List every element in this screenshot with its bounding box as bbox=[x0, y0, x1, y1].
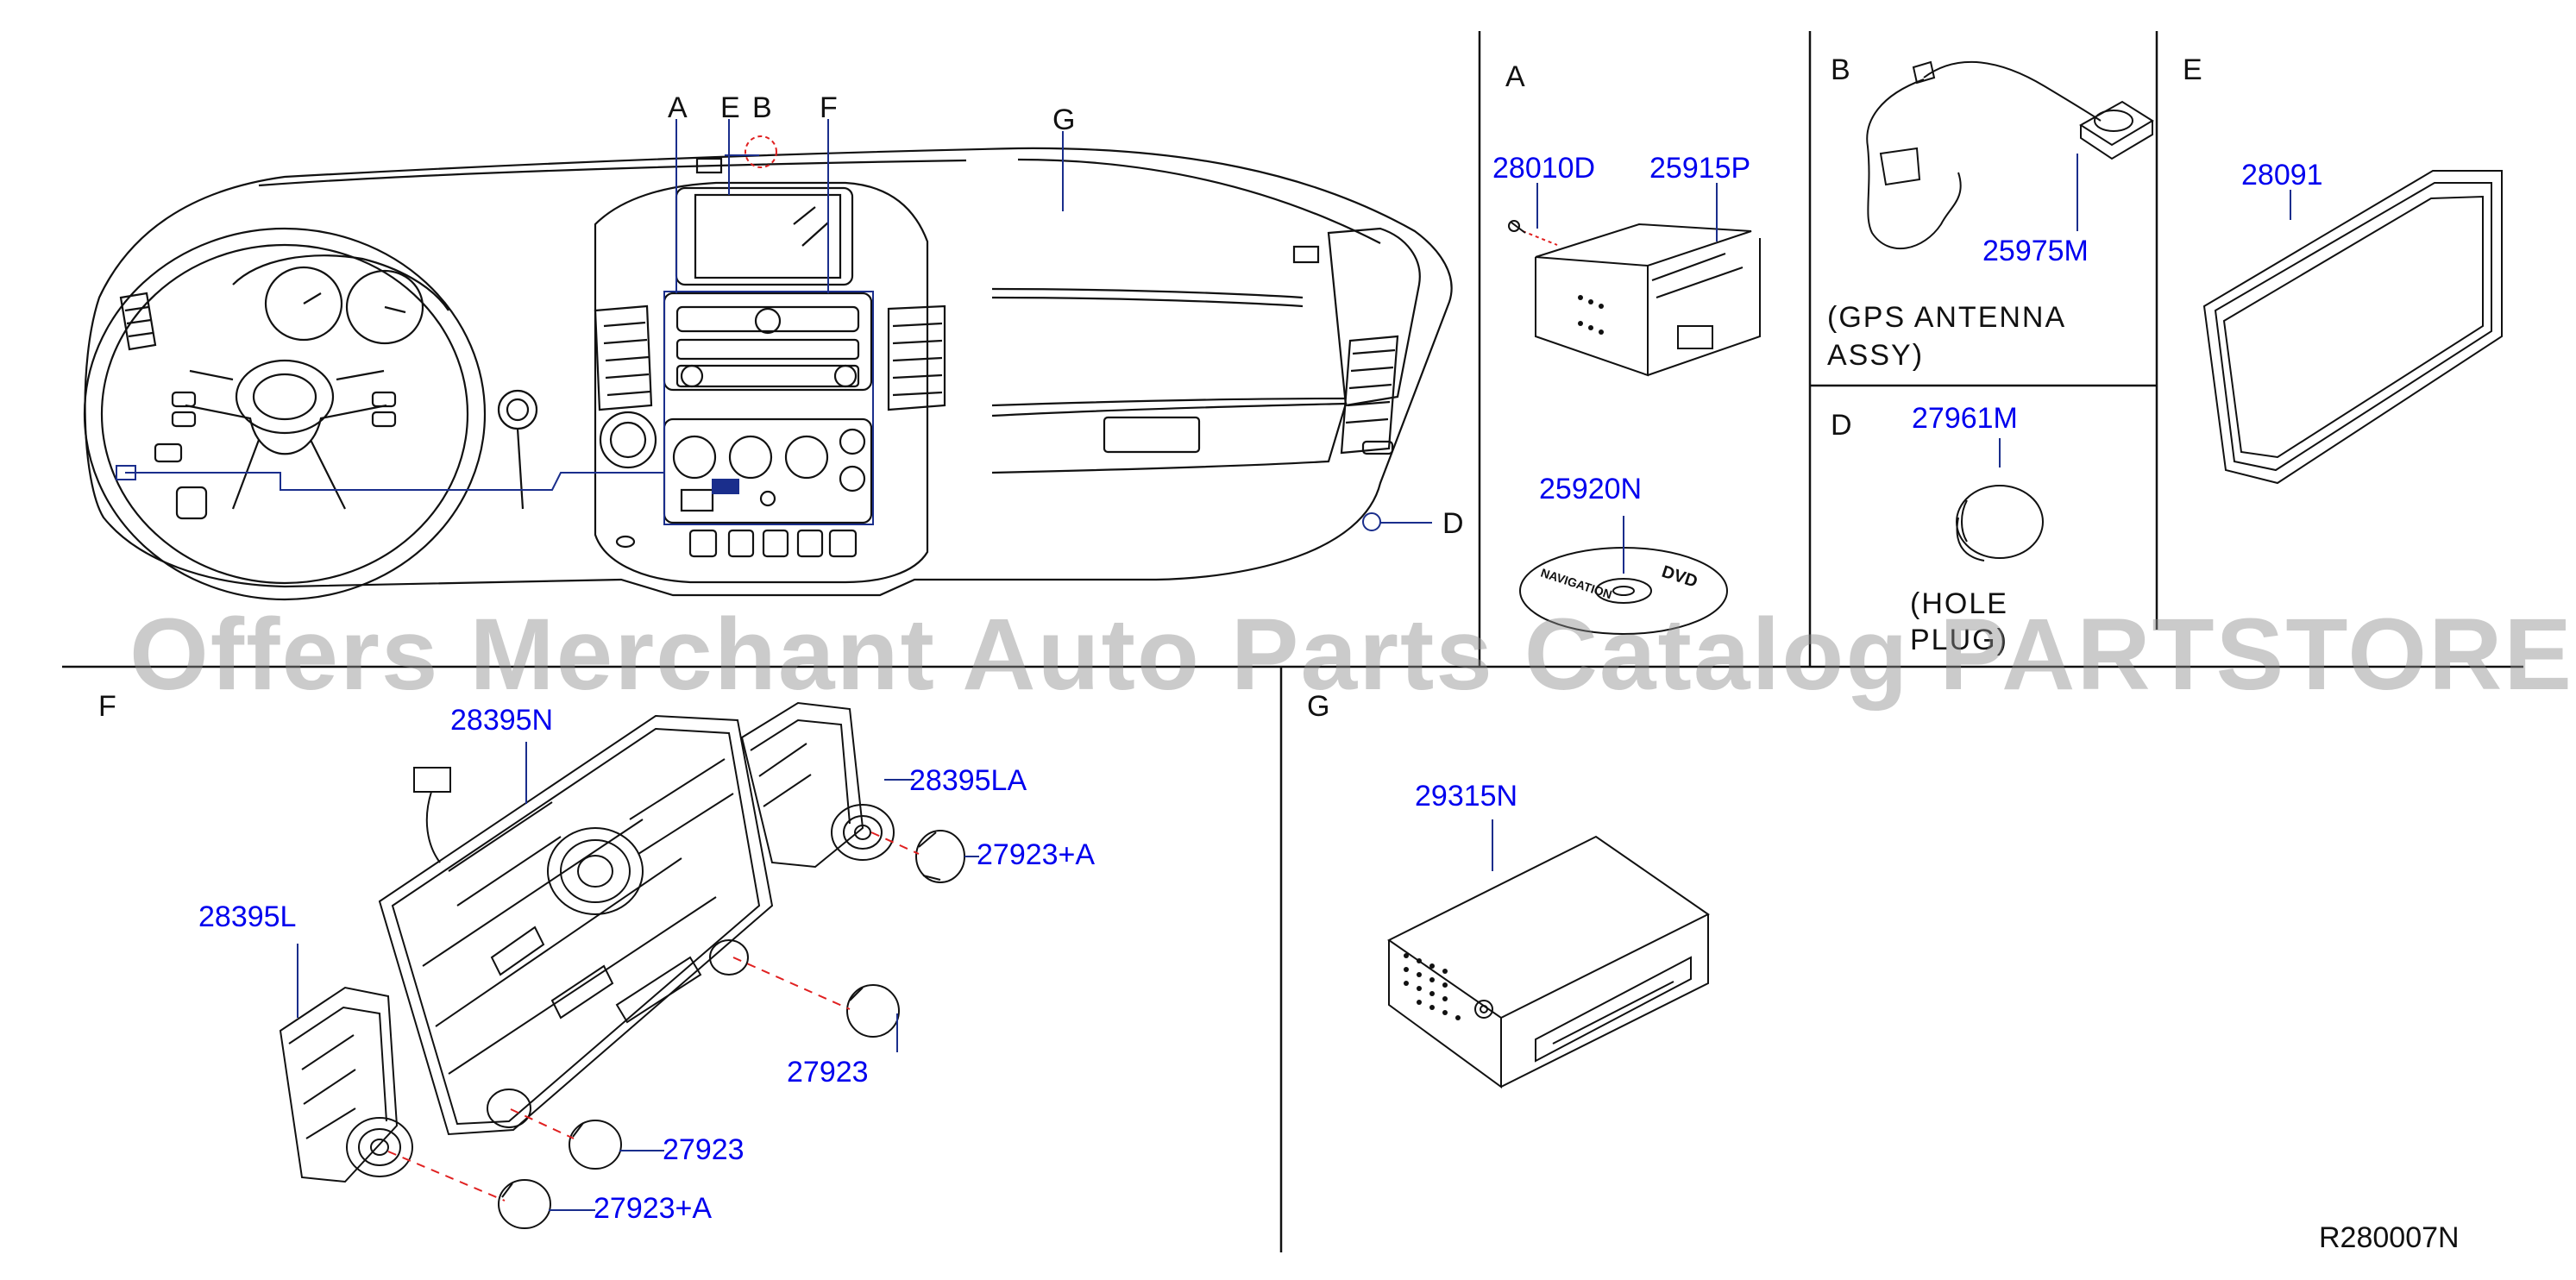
hole-plug bbox=[1956, 485, 2044, 562]
part-number-28091[interactable]: 28091 bbox=[2241, 159, 2323, 191]
part-number-27923A-bottom[interactable]: 27923+A bbox=[594, 1192, 713, 1225]
part-number-28395N[interactable]: 28395N bbox=[450, 704, 554, 737]
callout-D: D bbox=[1442, 507, 1464, 540]
display-monitor bbox=[2202, 170, 2503, 485]
nav-unit bbox=[1508, 220, 1761, 377]
section-label-B: B bbox=[1831, 53, 1850, 86]
section-label-E: E bbox=[2183, 53, 2202, 86]
part-number-28395LA[interactable]: 28395LA bbox=[909, 764, 1027, 797]
climate-leaders bbox=[297, 742, 979, 1211]
part-number-25915P[interactable]: 25915P bbox=[1649, 152, 1751, 185]
section-label-D: D bbox=[1831, 409, 1852, 442]
climate-control-assembly bbox=[279, 701, 965, 1229]
callout-A: A bbox=[668, 91, 688, 124]
part-leaders bbox=[1536, 154, 2291, 574]
panel-dividers bbox=[62, 31, 2523, 1252]
watermark: Offers Merchant Auto Parts Catalog PARTS… bbox=[129, 598, 2576, 712]
svg-text:DVD: DVD bbox=[1659, 562, 1700, 592]
climate-dash-leaders bbox=[387, 831, 920, 1202]
callout-E: E bbox=[720, 91, 740, 124]
part-number-27961M[interactable]: 27961M bbox=[1912, 402, 2018, 435]
part-number-27923-low[interactable]: 27923 bbox=[663, 1133, 745, 1166]
gps-antenna-note-line2: ASSY) bbox=[1827, 339, 1925, 372]
part-number-29315N[interactable]: 29315N bbox=[1415, 780, 1518, 813]
part-number-27923A-top[interactable]: 27923+A bbox=[977, 838, 1096, 871]
callout-B: B bbox=[752, 91, 772, 124]
diagram-reference-code: R280007N bbox=[2319, 1221, 2460, 1254]
overview-leaders bbox=[116, 119, 1432, 531]
part-number-25975M[interactable]: 25975M bbox=[1982, 235, 2089, 267]
gps-antenna-marker bbox=[745, 135, 777, 168]
part-number-25920N[interactable]: 25920N bbox=[1539, 473, 1643, 505]
hole-plug-note-line2: PLUG) bbox=[1910, 624, 2008, 656]
part-number-28395L[interactable]: 28395L bbox=[198, 900, 297, 933]
section-label-G: G bbox=[1307, 690, 1330, 723]
part-number-27923-mid[interactable]: 27923 bbox=[787, 1056, 869, 1089]
section-label-A: A bbox=[1505, 60, 1525, 93]
callout-F: F bbox=[820, 91, 838, 124]
nav-unit-dots bbox=[1578, 295, 1604, 335]
hole-plug-note-line1: (HOLE bbox=[1910, 587, 2008, 620]
callout-G: G bbox=[1052, 104, 1076, 136]
gps-antenna-note-line1: (GPS ANTENNA bbox=[1827, 301, 2067, 334]
gps-antenna bbox=[1866, 60, 2154, 249]
dvd-player bbox=[1387, 835, 1710, 1089]
part-number-28010D[interactable]: 28010D bbox=[1492, 152, 1596, 185]
dashboard-overview bbox=[83, 147, 1453, 601]
section-label-F: F bbox=[98, 690, 116, 723]
dvd-player-vents bbox=[1404, 953, 1461, 1020]
